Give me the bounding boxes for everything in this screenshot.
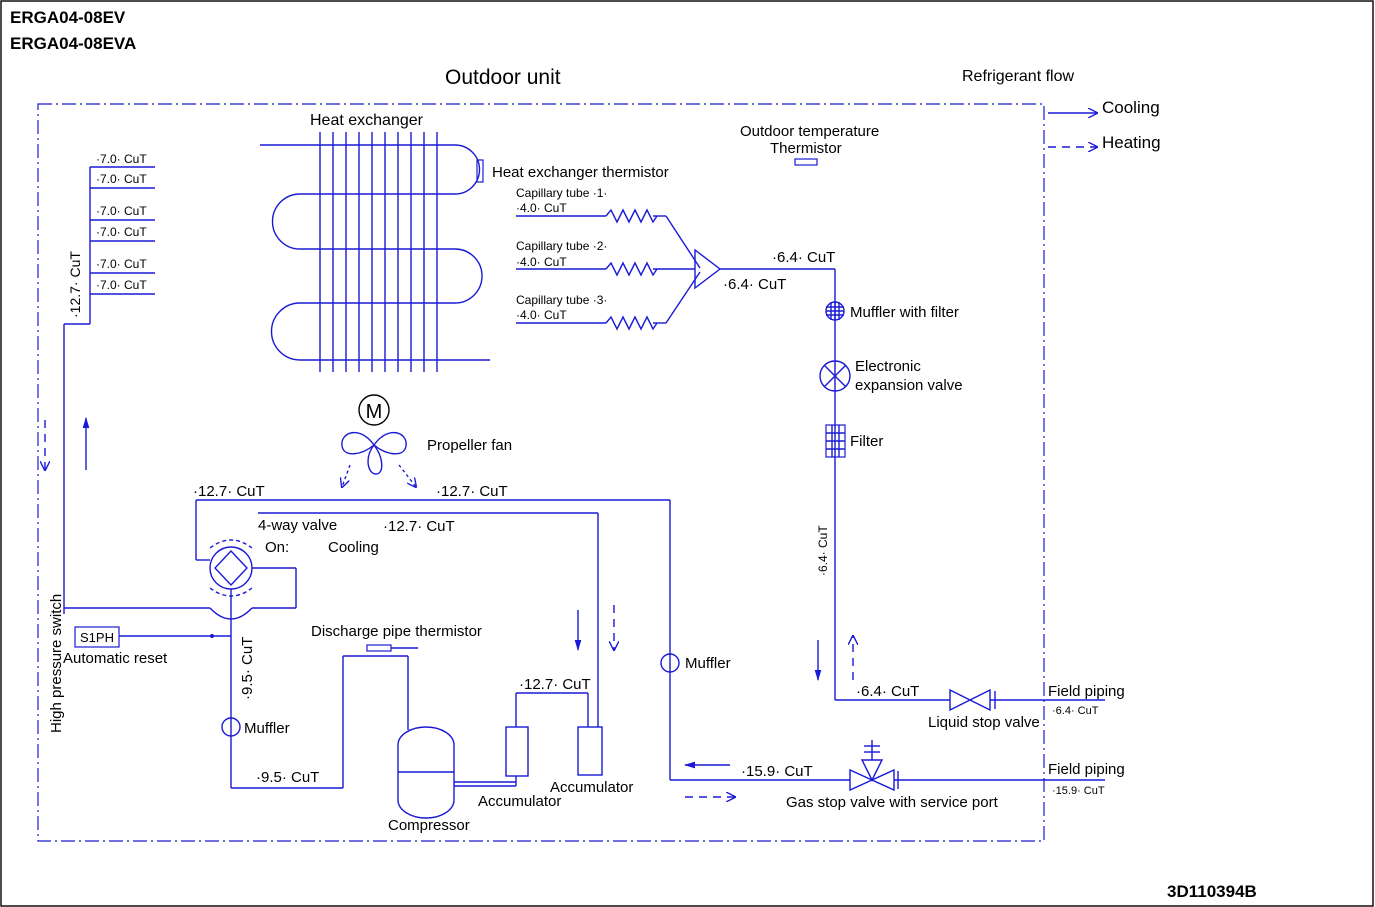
pipe-label-right-vertical: ·6.4· CuT [816,525,830,576]
pipe-label-bottom-left: ·9.5· CuT [256,769,319,786]
capillary-tube-3-label: Capillary tube ·3· [516,293,607,307]
heat-exchanger-thermistor-label: Heat exchanger thermistor [492,164,669,181]
pipe-label-7-0-b: ·7.0· CuT [96,172,147,186]
propeller-fan-label: Propeller fan [427,437,512,454]
legend-title: Refrigerant flow [962,68,1074,85]
drawing-number: 3D110394B [1167,882,1257,901]
expansion-valve-label-2: expansion valve [855,377,963,394]
s1ph-switch-icon [74,626,120,648]
four-way-valve-icon [64,539,297,788]
pipe-label-liquid-field: ·6.4· CuT [1052,705,1099,717]
muffler-left-icon [221,717,241,737]
outdoor-unit-boundary [37,103,1045,842]
pipe-label-left-vertical: ·9.5· CuT [239,637,256,700]
automatic-reset-label: Automatic reset [63,650,168,667]
capillary-tube-1-label: Capillary tube ·1· [516,186,607,200]
distributor-icon [694,248,722,290]
fan-motor-icon [358,394,390,426]
outdoor-temp-label-2: Thermistor [770,140,842,157]
muffler-with-filter-label: Muffler with filter [850,304,959,321]
s1ph-label: S1PH [80,630,114,645]
accumulator-1-icon [505,726,529,777]
pipe-label-mid: ·12.7· CuT [383,518,455,535]
propeller-fan-icon [342,432,416,487]
heat-exchanger-coil [260,132,490,372]
high-pressure-switch-label: High pressure switch [48,594,65,733]
discharge-thermistor-label: Discharge pipe thermistor [311,623,482,640]
electronic-expansion-valve-icon [819,360,851,392]
pipe-label-gas-field: ·15.9· CuT [1052,785,1105,797]
pipe-label-accum: ·12.7· CuT [519,676,591,693]
pipe-label-top-left: ·12.7· CuT [193,483,265,500]
pipe-label-7-0-a: ·7.0· CuT [96,152,147,166]
pipe-label-7-0-c: ·7.0· CuT [96,204,147,218]
pipe-label-7-0-e: ·7.0· CuT [96,257,147,271]
capillary-tube-2-size: ·4.0· CuT [516,255,567,269]
field-piping-label-1: Field piping [1048,683,1125,700]
four-way-valve-on-cooling: Cooling [328,539,379,556]
pipe-label-main-left: ·12.7· CuT [67,251,83,318]
capillary-tube-1-size: ·4.0· CuT [516,201,567,215]
model-number-1: ERGA04-08EV [10,8,126,27]
pipe-label-top-right: ·12.7· CuT [436,483,508,500]
capillary-tube-3-size: ·4.0· CuT [516,308,567,322]
gas-stop-valve-icon [849,740,899,792]
accumulator-2-icon [577,726,603,776]
compressor-icon [397,726,455,819]
compressor-label: Compressor [388,817,470,834]
four-way-valve-label: 4-way valve [258,517,337,534]
pipe-label-7-0-f: ·7.0· CuT [96,278,147,292]
pipe-label-dist-bottom: ·6.4· CuT [723,276,786,293]
filter-label: Filter [850,433,883,450]
outdoor-unit-title: Outdoor unit [445,66,561,89]
legend-heating-label: Heating [1102,133,1161,152]
heat-exchanger-thermistor-icon [476,159,484,183]
model-number-2: ERGA04-08EVA [10,34,137,53]
muffler-left-label: Muffler [244,720,290,737]
liquid-stop-valve-icon [949,688,991,712]
accumulator-1-label: Accumulator [478,793,561,810]
hx-branch-manifold [63,166,155,614]
discharge-thermistor-icon [366,644,392,652]
pipe-label-dist-top: ·6.4· CuT [772,249,835,266]
capillary-tubes: Capillary tube ·1· ·4.0· CuT Capillary t… [516,186,701,331]
outdoor-temp-thermistor-icon [794,158,818,166]
accumulator-2-label: Accumulator [550,779,633,796]
gas-stop-valve-label: Gas stop valve with service port [786,794,999,811]
heat-exchanger-label: Heat exchanger [310,112,424,129]
expansion-valve-label-1: Electronic [855,358,921,375]
legend-cooling-label: Cooling [1102,98,1160,117]
outdoor-temp-label-1: Outdoor temperature [740,123,879,140]
pipe-label-gas: ·15.9· CuT [741,763,813,780]
liquid-stop-valve-label: Liquid stop valve [928,714,1040,731]
muffler-right-label: Muffler [685,655,731,672]
field-piping-label-2: Field piping [1048,761,1125,778]
four-way-valve-on-label: On: [265,539,289,556]
muffler-right-icon [660,653,680,673]
capillary-tube-2-label: Capillary tube ·2· [516,239,607,253]
pipe-label-liquid: ·6.4· CuT [856,683,919,700]
fan-motor-label: M [366,401,383,423]
pipe-label-7-0-d: ·7.0· CuT [96,225,147,239]
